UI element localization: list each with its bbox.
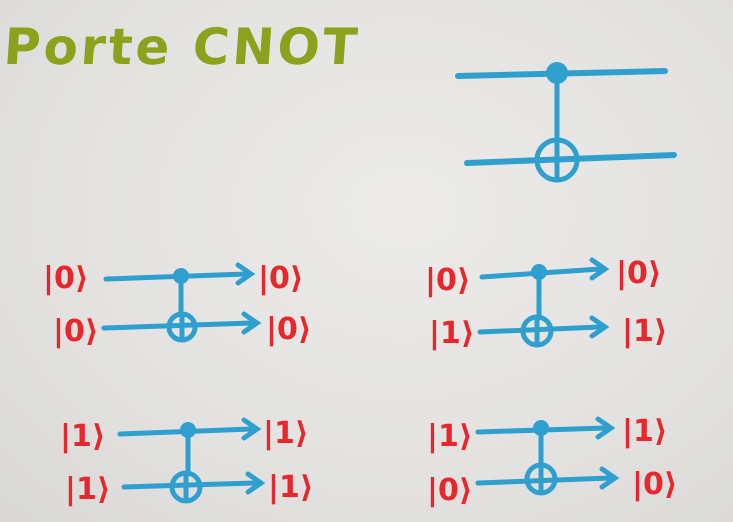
control-dot [546,62,568,84]
output-control-ket: |0⟩ [258,261,304,296]
output-control-ket: |1⟩ [622,414,668,449]
control-dot [180,422,196,438]
control-arrow-icon [241,417,262,441]
control-dot [531,264,547,280]
control-arrow-icon [235,262,256,286]
output-target-ket: |1⟩ [622,314,668,349]
input-target-ket: |0⟩ [427,473,473,508]
input-target-ket: |1⟩ [429,316,475,351]
input-target-ket: |0⟩ [53,314,99,349]
target-wire [475,475,613,486]
control-arrow-icon [595,416,616,440]
input-control-ket: |0⟩ [425,263,471,298]
cnot-example-1: |0⟩ |0⟩ |0⟩ |0⟩ [43,261,312,349]
target-wire [464,152,677,166]
cnot-example-3: |1⟩ |1⟩ |1⟩ |1⟩ [60,416,314,507]
target-wire [101,320,255,331]
input-control-ket: |0⟩ [43,261,89,296]
control-dot [533,420,549,436]
input-target-ket: |1⟩ [65,472,111,507]
output-target-ket: |1⟩ [268,470,314,505]
target-wire [121,480,259,490]
target-arrow-icon [589,315,610,339]
output-target-ket: |0⟩ [266,312,312,347]
cnot-symbol [455,62,677,183]
input-control-ket: |1⟩ [60,419,106,454]
control-arrow-icon [589,257,610,281]
target-arrow-icon [599,466,620,490]
target-arrow-icon [241,311,262,335]
output-control-ket: |1⟩ [263,416,309,451]
output-control-ket: |0⟩ [616,256,662,291]
output-target-ket: |0⟩ [632,467,678,502]
control-dot [173,268,189,284]
cnot-example-4: |1⟩ |0⟩ |1⟩ |0⟩ [427,414,678,508]
target-wire [477,324,603,335]
target-arrow-icon [245,471,266,495]
input-control-ket: |1⟩ [427,419,473,454]
cnot-example-2: |0⟩ |1⟩ |0⟩ |1⟩ [425,256,668,351]
